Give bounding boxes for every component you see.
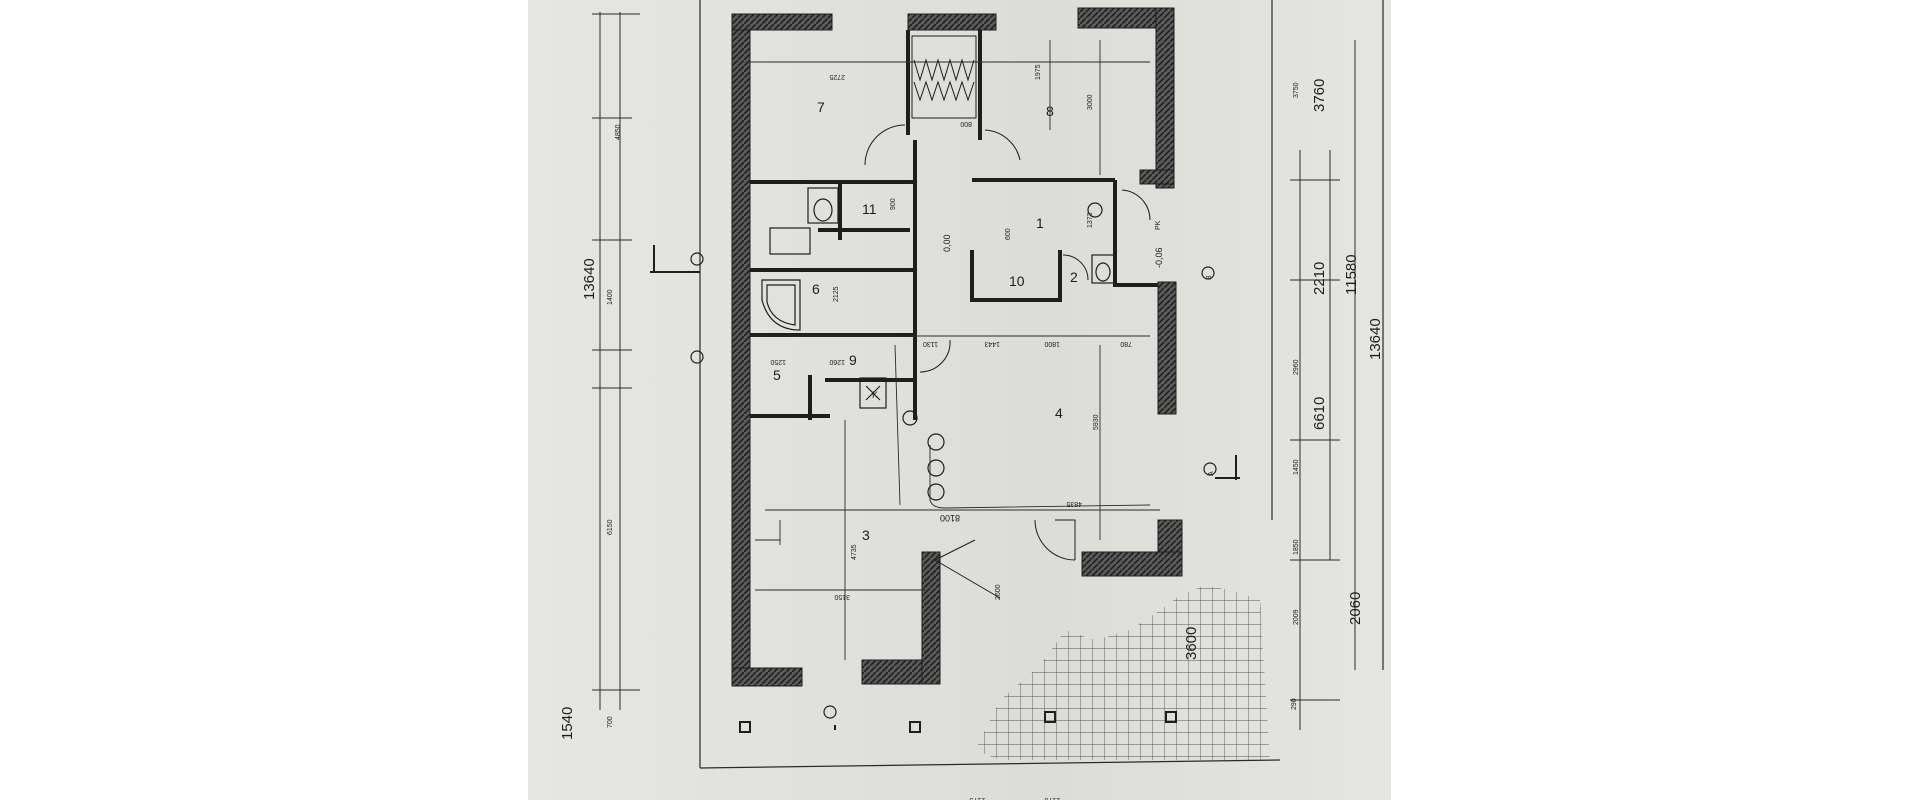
dim-6610: 6610 <box>1311 397 1328 430</box>
paper-background <box>528 0 1391 800</box>
dim-11580: 11580 <box>1343 254 1360 295</box>
dim-290: 290 <box>1291 698 1298 710</box>
dim-2725: 2725 <box>829 73 845 80</box>
room-label-5: 5 <box>773 367 781 383</box>
level-000: 0,00 <box>942 234 952 252</box>
dim-8100: 8100 <box>940 513 960 523</box>
dim-800: 800 <box>960 120 972 127</box>
dim-4835: 4835 <box>1066 500 1082 507</box>
dim-3600: 3600 <box>1183 627 1200 660</box>
room-labels: 1 2 3 4 5 6 7 8 9 10 11 <box>773 99 1078 543</box>
dim-1800: 1800 <box>1044 340 1060 347</box>
dim-2210: 2210 <box>1311 262 1328 295</box>
dim-4850: 4850 <box>615 124 622 140</box>
dim-2125: 2125 <box>833 286 840 302</box>
dim-1850: 1850 <box>1293 539 1300 555</box>
wardrobe-hatch <box>911 35 977 119</box>
dim-4735: 4735 <box>851 544 858 560</box>
dim-2960: 2960 <box>1293 359 1300 375</box>
dim-1975: 1975 <box>1035 64 1042 80</box>
mark-k: K <box>872 390 878 400</box>
dim-2176: 2176 <box>1044 796 1060 800</box>
dim-2009: 2009 <box>1293 609 1300 625</box>
room-label-6: 6 <box>812 281 820 297</box>
dim-1443: 1443 <box>984 340 1000 347</box>
room-label-8: 8 <box>1046 103 1054 119</box>
dim-1373: 1373 <box>1087 212 1094 228</box>
dim-2175: 2175 <box>969 796 985 800</box>
dim-3150: 3150 <box>834 593 850 600</box>
dim-13640-right: 13640 <box>1367 318 1384 360</box>
dim-700: 700 <box>607 716 614 728</box>
dim-3760: 3760 <box>1311 79 1328 112</box>
dim-2060: 2060 <box>1347 592 1364 625</box>
dim-780: 780 <box>1120 340 1132 347</box>
dim-600: 600 <box>1005 228 1012 240</box>
right-dimension-chain <box>1290 40 1356 730</box>
dim-1400: 1400 <box>607 289 614 305</box>
dim-1540: 1540 <box>559 707 576 740</box>
dim-3750: 3750 <box>1293 82 1300 98</box>
sanitary-fixtures <box>761 187 1115 409</box>
entrance-markers <box>650 245 1240 733</box>
dim-1130: 1130 <box>923 340 938 347</box>
room-label-4: 4 <box>1055 405 1063 421</box>
level-marks: 0,00 -0,06 K PK B A <box>872 220 1215 476</box>
major-dimensions: 13640 1540 3760 11580 13640 2210 6610 20… <box>559 79 1384 740</box>
dim-1250: 1250 <box>770 358 786 365</box>
minor-dimensions: 4850 1400 6150 700 2725 1975 3000 2960 2… <box>607 64 1300 800</box>
left-dimension-chain <box>592 12 640 710</box>
dim-1450: 1450 <box>1293 459 1300 475</box>
mark-pk: PK <box>1155 220 1162 230</box>
dim-5930: 5930 <box>1093 414 1100 430</box>
dim-1260: 1260 <box>829 358 845 365</box>
room-label-2: 2 <box>1070 269 1078 285</box>
dim-13640-left: 13640 <box>581 258 598 300</box>
paving-hatch <box>975 585 1270 760</box>
room-label-10: 10 <box>1009 273 1025 289</box>
circles <box>690 202 1217 719</box>
level-minus-006: -0,06 <box>1154 247 1164 268</box>
dim-900: 900 <box>890 198 897 210</box>
axis-b: B <box>1206 275 1213 280</box>
room-label-11: 11 <box>862 201 877 217</box>
dim-2600: 2600 <box>995 584 1002 600</box>
drafting-lines <box>750 40 1160 660</box>
room-label-7: 7 <box>817 99 825 115</box>
dim-3000: 3000 <box>1087 94 1094 110</box>
dim-6150: 6150 <box>607 519 614 535</box>
room-label-3: 3 <box>862 527 870 543</box>
room-label-9: 9 <box>849 352 857 368</box>
interior-walls <box>750 30 1158 420</box>
room-label-1: 1 <box>1036 215 1044 231</box>
exterior-walls <box>731 7 1183 687</box>
frame-lines <box>699 0 1384 769</box>
axis-a: A <box>1208 471 1215 476</box>
doors <box>864 124 1151 599</box>
